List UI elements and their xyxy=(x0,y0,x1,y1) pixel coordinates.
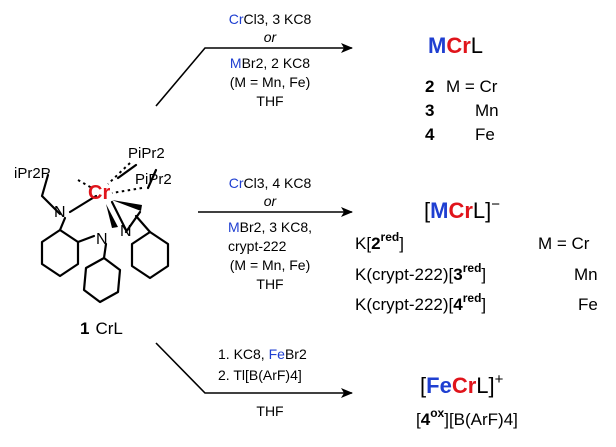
step-2: 2. Tl[B(ArF)4] xyxy=(218,367,302,383)
amide-n: N xyxy=(120,223,132,240)
metal-assignment: M = Cr xyxy=(538,234,590,253)
reaction-1-conditions: CrCl3, 3 KC8 or MBr2, 2 KC8 (M = Mn, Fe)… xyxy=(229,11,312,109)
or-label: or xyxy=(264,193,278,209)
ligand-label: L] xyxy=(476,373,494,398)
solvent-label: THF xyxy=(256,403,283,419)
reaction-arrow-1 xyxy=(155,43,353,107)
compound-number: 1 xyxy=(80,319,89,338)
svg-text:K(crypt-222)[4red]: K(crypt-222)[4red] xyxy=(355,291,486,314)
product-1: MCrL 2 M = Cr 3 Mn 4 Fe xyxy=(425,33,499,144)
product-3: [FeCrL]+ [4ox][B(ArF)4] xyxy=(416,371,518,429)
reagent-metal-cr: Cr xyxy=(229,175,244,191)
reagent-formula: Cl3, 4 KC8 xyxy=(244,175,312,191)
metal-note: (M = Mn, Fe) xyxy=(230,257,311,273)
product-metal-cr: Cr xyxy=(452,373,477,398)
compound-number: 3 xyxy=(425,101,434,120)
svg-text:1. KC8, FeBr2: 1. KC8, FeBr2 xyxy=(218,346,307,362)
metal-assignment: Fe xyxy=(578,295,598,314)
charge: + xyxy=(495,371,504,388)
phosphine-top: PiPr2 xyxy=(128,145,165,162)
ligand-label: L] xyxy=(473,198,491,223)
svg-text:[FeCrL]+: [FeCrL]+ xyxy=(420,371,504,398)
product-metal-m: M xyxy=(430,198,448,223)
solvent-label: THF xyxy=(256,93,283,109)
crypt-label: crypt-222 xyxy=(228,238,287,254)
chromium-center: Cr xyxy=(88,182,110,204)
compound-number: 4 xyxy=(425,125,435,144)
reaction-arrow-3 xyxy=(155,342,353,398)
product-metal-fe: Fe xyxy=(426,373,452,398)
product-2: [MCrL]− K[2red] M = Cr K(crypt-222)[3red… xyxy=(355,196,598,314)
svg-text:CrCl3, 3 KC8: CrCl3, 3 KC8 xyxy=(229,11,312,27)
or-label: or xyxy=(264,29,278,45)
svg-text:K[2red]: K[2red] xyxy=(355,230,404,253)
reagent-metal-m: M xyxy=(228,219,240,235)
svg-text:[MCrL]−: [MCrL]− xyxy=(424,196,500,223)
reaction-2-conditions: CrCl3, 4 KC8 or MBr2, 3 KC8, crypt-222 (… xyxy=(228,175,312,292)
reaction-3-conditions: 1. KC8, FeBr2 2. Tl[B(ArF)4] THF xyxy=(218,346,307,419)
reagent-metal-fe: Fe xyxy=(269,346,286,362)
ligand-label: L xyxy=(471,33,483,58)
phosphine-mid: PiPr2 xyxy=(135,171,172,188)
solvent-label: THF xyxy=(256,276,283,292)
compound-number: 4 xyxy=(453,295,463,314)
phosphine-left: iPr2P xyxy=(14,165,51,182)
svg-text:K(crypt-222)[3red]: K(crypt-222)[3red] xyxy=(355,261,486,284)
metal-assignment: Fe xyxy=(475,125,495,144)
compound-1-structure: iPr2P PiPr2 PiPr2 N N N Cr 1 CrL xyxy=(14,145,172,338)
svg-text:CrCl3, 4 KC8: CrCl3, 4 KC8 xyxy=(229,175,312,191)
compound-number: 2 xyxy=(425,77,434,96)
amide-n: N xyxy=(54,204,66,221)
svg-text:MBr2, 3 KC8,: MBr2, 3 KC8, xyxy=(228,219,312,235)
svg-text:MBr2, 2 KC8: MBr2, 2 KC8 xyxy=(230,55,310,71)
reagent-formula: Br2, 2 KC8 xyxy=(242,55,311,71)
svg-text:MCrL: MCrL xyxy=(428,33,483,58)
amide-n: N xyxy=(96,231,108,248)
metal-assignment: M = Cr xyxy=(446,77,498,96)
reagent-formula: Cl3, 3 KC8 xyxy=(244,11,312,27)
metal-assignment: Mn xyxy=(574,265,598,284)
reagent-metal-m: M xyxy=(230,55,242,71)
product-metal-m: M xyxy=(428,33,446,58)
compound-number: 3 xyxy=(453,265,462,284)
product-metal-cr: Cr xyxy=(448,198,473,223)
product-metal-cr: Cr xyxy=(446,33,471,58)
reagent-formula: Br2, 3 KC8, xyxy=(240,219,312,235)
reagent-metal-cr: Cr xyxy=(229,11,244,27)
compound-number: 2 xyxy=(371,234,380,253)
bracket: [ xyxy=(424,198,430,223)
salt-formula: [4ox][B(ArF)4] xyxy=(416,406,518,429)
metal-assignment: Mn xyxy=(475,101,499,120)
metal-note: (M = Mn, Fe) xyxy=(230,74,311,90)
compound-name: CrL xyxy=(95,319,122,338)
charge: − xyxy=(491,196,500,213)
